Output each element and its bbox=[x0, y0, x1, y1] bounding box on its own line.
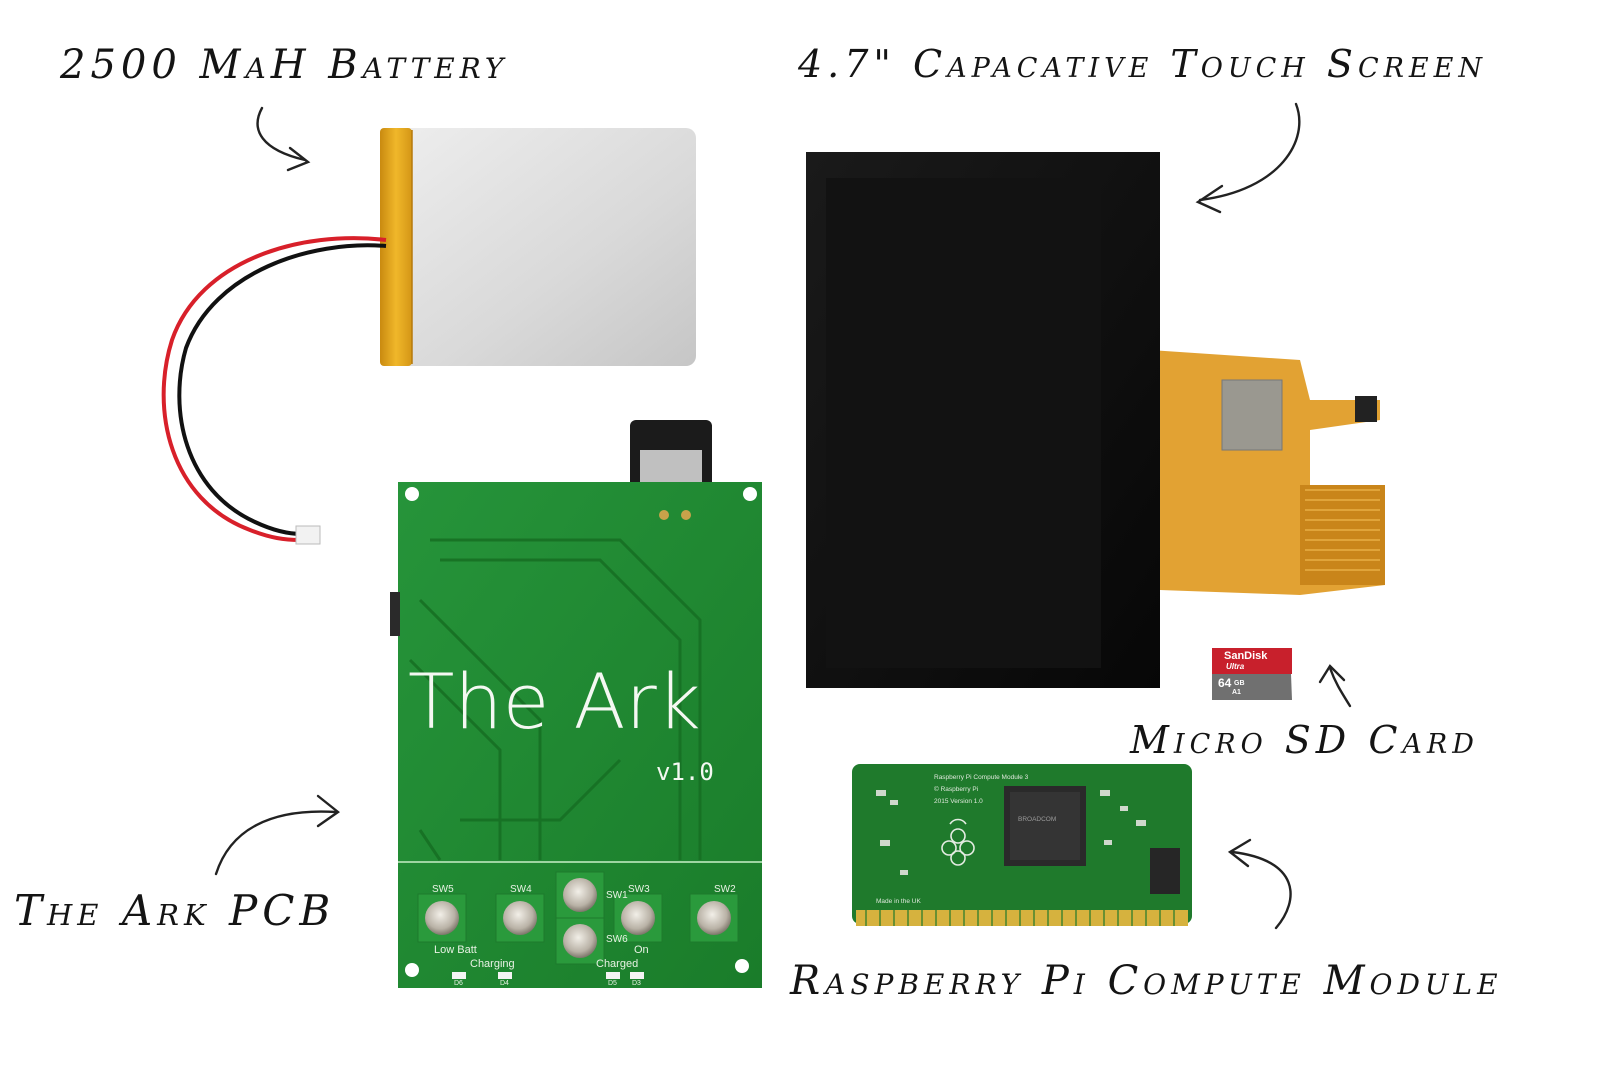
cm-made-in: Made in the UK bbox=[876, 898, 921, 905]
sd-card-label: Micro SD Card bbox=[1130, 718, 1479, 762]
switch-label: SW3 bbox=[628, 884, 650, 895]
switch-label: SW1 bbox=[606, 890, 628, 901]
pcb-buttons bbox=[417, 871, 739, 965]
led-label: D3 bbox=[632, 980, 641, 987]
switch-label: SW4 bbox=[510, 884, 532, 895]
compute-module-label: Raspberry Pi Compute Module bbox=[790, 958, 1503, 1004]
sd-class: A1 bbox=[1232, 689, 1241, 696]
cm-chip-label: BROADCOM bbox=[1018, 816, 1057, 823]
indicator-label: On bbox=[634, 944, 649, 956]
led-label: D4 bbox=[500, 980, 509, 987]
sd-brand: SanDisk bbox=[1224, 650, 1268, 662]
cm-copyright: © Raspberry Pi bbox=[934, 786, 979, 793]
switch-label: SW6 bbox=[606, 934, 628, 945]
cm-title: Raspberry Pi Compute Module 3 bbox=[934, 774, 1029, 781]
sd-capacity: 64 bbox=[1218, 676, 1232, 690]
battery bbox=[161, 128, 696, 545]
pcb-version: v1.0 bbox=[656, 758, 714, 786]
ark-pcb bbox=[390, 420, 762, 988]
micro-sd-card bbox=[1212, 648, 1292, 700]
switch-label: SW5 bbox=[432, 884, 454, 895]
battery-label: 2500 MaH Battery bbox=[60, 42, 509, 88]
led-label: D5 bbox=[608, 980, 617, 987]
switch-label: SW2 bbox=[714, 884, 736, 895]
sd-line: Ultra bbox=[1226, 662, 1245, 671]
pcb-title: The Ark bbox=[408, 657, 701, 746]
indicator-label: Charged bbox=[596, 958, 639, 970]
indicator-label: Low Batt bbox=[434, 944, 477, 956]
indicator-label: Charging bbox=[470, 958, 515, 970]
touch-screen bbox=[806, 152, 1385, 688]
compute-module bbox=[852, 764, 1192, 926]
screen-label: 4.7" Capacative Touch Screen bbox=[798, 42, 1487, 86]
raspberry-pi-logo-icon bbox=[941, 818, 975, 866]
sd-unit: GB bbox=[1234, 680, 1245, 687]
pcb-label: The Ark PCB bbox=[14, 886, 336, 935]
cm-version: 2015 Version 1.0 bbox=[934, 798, 983, 805]
arrow-icon bbox=[214, 102, 1352, 930]
led-label: D6 bbox=[454, 980, 463, 987]
